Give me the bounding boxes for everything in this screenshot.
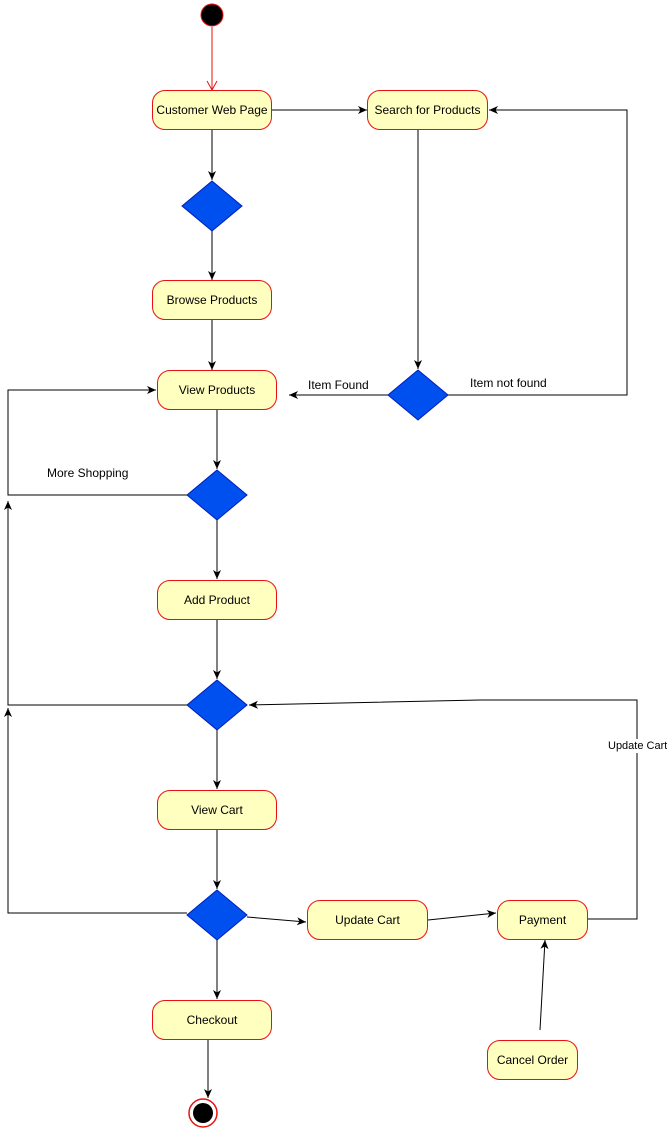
node-search-for-products: Search for Products [367,90,488,130]
edge-checkout-diamond-back [3,708,187,914]
decision-diamond-cart [186,679,248,731]
node-payment: Payment [497,900,588,940]
label-more-shopping: More Shopping [46,466,130,480]
node-customer-web-page: Customer Web Page [152,90,272,130]
node-cancel-order: Cancel Order [487,1040,578,1080]
label-update-cart-loop: Update Cart [607,739,667,753]
edge-update-cart-to-payment [427,909,497,921]
label-item-found: Item Found [307,378,370,392]
node-view-cart: View Cart [157,790,277,830]
node-add-product: Add Product [157,580,277,620]
node-browse-products: Browse Products [152,280,272,320]
edge-payment-update-loop [248,699,638,920]
edge-cart-diamond-back [3,501,187,706]
edge-more-shopping [7,386,187,496]
decision-diamond-search [387,369,449,421]
node-checkout: Checkout [152,1000,272,1040]
edge-cancel-to-payment [539,939,549,1031]
decision-diamond-shopping [186,469,248,521]
node-view-products: View Products [157,370,277,410]
decision-diamond-checkout [186,889,248,941]
edge-item-not-found [448,106,628,396]
final-node [193,1103,213,1123]
node-update-cart: Update Cart [307,900,428,940]
initial-node [200,3,224,27]
edge-diamond-to-update-cart [246,916,307,926]
label-item-not-found: Item not found [469,376,548,390]
decision-diamond-browse [181,180,243,232]
